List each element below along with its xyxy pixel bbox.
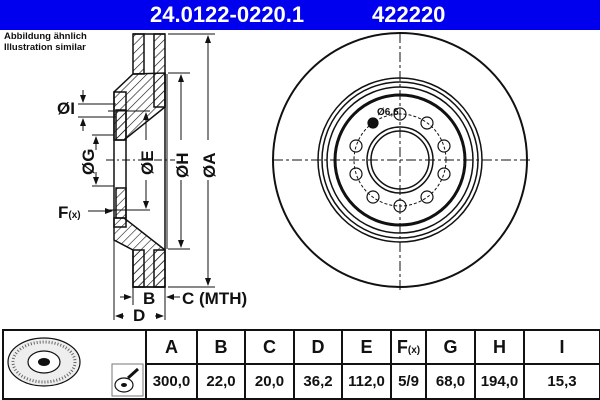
header-c: C	[244, 329, 295, 365]
header-b: B	[196, 329, 246, 365]
value-f: 5/9	[390, 363, 427, 400]
header-e: E	[341, 329, 392, 365]
brake-cleaner-spray-icon	[114, 376, 134, 393]
header-f: F(x)	[390, 329, 427, 365]
value-d: 36,2	[293, 363, 343, 400]
part-number: 24.0122-0220.1	[150, 2, 305, 27]
note-german: Abbildung ähnlich	[4, 31, 87, 42]
label-f: F(x)	[58, 203, 81, 222]
header-h: H	[474, 329, 525, 365]
value-b: 22,0	[196, 363, 246, 400]
label-dia-e: ØE	[138, 150, 157, 175]
label-dia-g: ØG	[79, 148, 98, 175]
title-bar: 24.0122-0220.1 422220	[0, 0, 600, 30]
technical-drawing	[78, 32, 532, 320]
illustration-note: Abbildung ähnlich Illustration similar	[4, 31, 87, 53]
label-dia-i: ØI	[57, 99, 75, 118]
section-view	[113, 33, 168, 288]
product-image-cell	[2, 329, 147, 400]
header-g: G	[425, 329, 476, 365]
label-dia-a: ØA	[200, 152, 219, 179]
spec-table: A B C D E F(x) G H I 300,0 22,0 20,0 36,…	[2, 329, 600, 400]
header-i: I	[523, 329, 600, 365]
label-d: D	[133, 306, 146, 325]
value-h: 194,0	[474, 363, 525, 400]
label-c-mth: C (MTH)	[182, 289, 248, 308]
label-dia-h: ØH	[173, 152, 192, 179]
label-b: B	[143, 289, 156, 308]
reference-number: 422220	[372, 2, 446, 27]
value-i: 15,3	[523, 363, 600, 400]
value-e: 112,0	[341, 363, 392, 400]
value-c: 20,0	[244, 363, 295, 400]
header-d: D	[293, 329, 343, 365]
front-view	[272, 32, 532, 292]
brake-disc-illustration-icon	[7, 336, 144, 396]
header-a: A	[145, 329, 198, 365]
bolt-hole-label: Ø6,6	[377, 107, 399, 118]
bolt-holes	[349, 107, 451, 213]
value-g: 68,0	[425, 363, 476, 400]
value-a: 300,0	[145, 363, 198, 400]
note-english: Illustration similar	[4, 42, 86, 53]
